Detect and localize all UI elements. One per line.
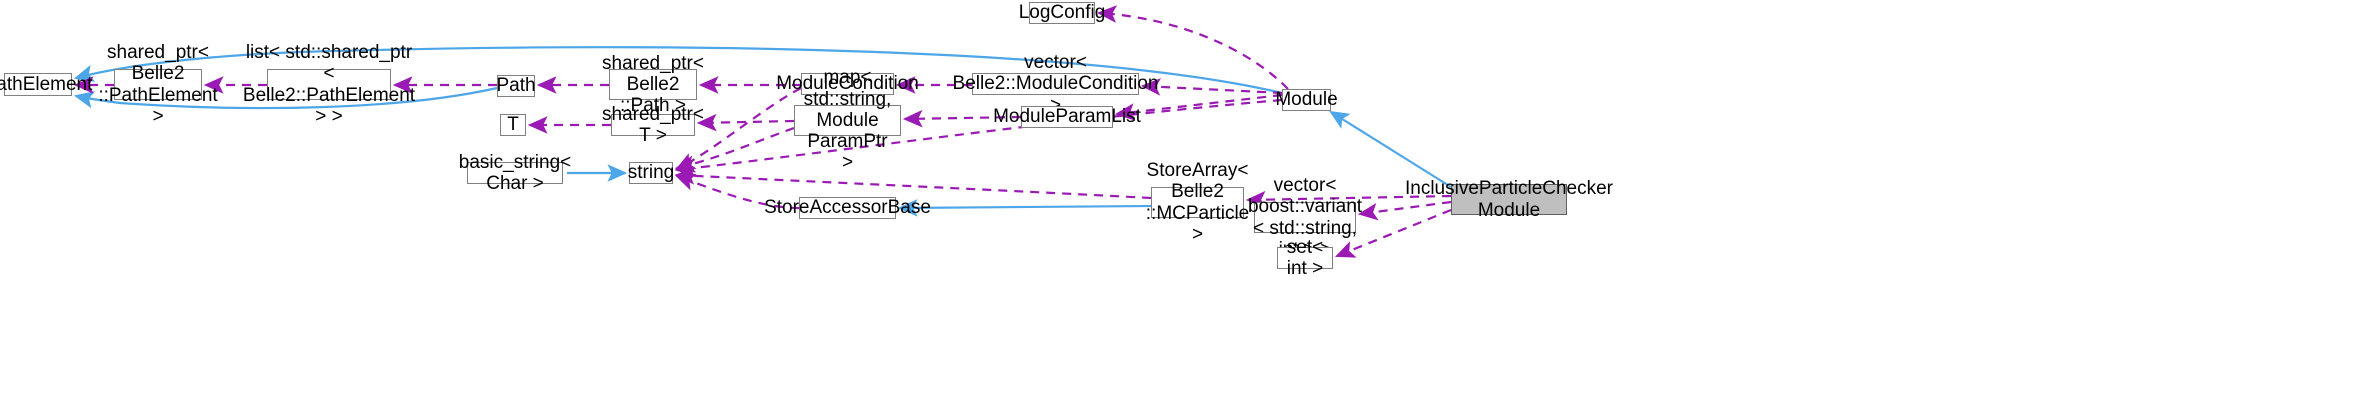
class-node-inclusiveparticlechecker[interactable]: InclusiveParticleChecker Module [1404,178,1614,221]
class-node-vec_modulecondition[interactable]: vector< Belle2::ModuleCondition > [952,52,1159,116]
class-node-list_sp_pathelement[interactable]: list< std::shared_ptr < Belle2::PathElem… [242,41,416,127]
edge-storeaccessorbase-to-storearray_mcp [897,199,1152,217]
class-node-set_int[interactable]: set< int > [1277,237,1333,279]
edge-string-to-storearray_mcp [674,167,1152,200]
class-node-module[interactable]: Module [1275,89,1338,111]
class-node-logconfig[interactable]: LogConfig [1018,2,1106,24]
class-node-path[interactable]: Path [496,75,536,97]
edge-module-to-vec_modulecondition [1140,78,1283,96]
class-node-sp_pathelement[interactable]: shared_ptr< Belle2 ::PathElement > [98,41,218,127]
class-node-vec_variant[interactable]: vector< boost::variant < std::string, in… [1247,174,1363,260]
class-node-sp_path[interactable]: shared_ptr< Belle2 ::Path > [602,52,704,117]
class-node-t[interactable]: T [500,114,526,136]
class-node-storearray_mcp[interactable]: StoreArray< Belle2 ::MCParticle > [1145,159,1250,245]
edge-map_moduleparamptr-to-sp_t [696,113,795,132]
class-node-pathelement[interactable]: PathElement [0,73,93,96]
class-node-basic_string[interactable]: basic_string< Char > [458,151,572,194]
class-node-storeaccessorbase[interactable]: StoreAccessorBase [764,197,931,219]
class-node-map_moduleparamptr[interactable]: map< std::string, Module ParamPtr > [794,67,901,173]
class-node-string[interactable]: string [627,162,675,184]
class-node-moduleparamlist[interactable]: ModuleParamList [993,106,1141,128]
class-node-sp_t[interactable]: shared_ptr< T > [602,103,704,146]
